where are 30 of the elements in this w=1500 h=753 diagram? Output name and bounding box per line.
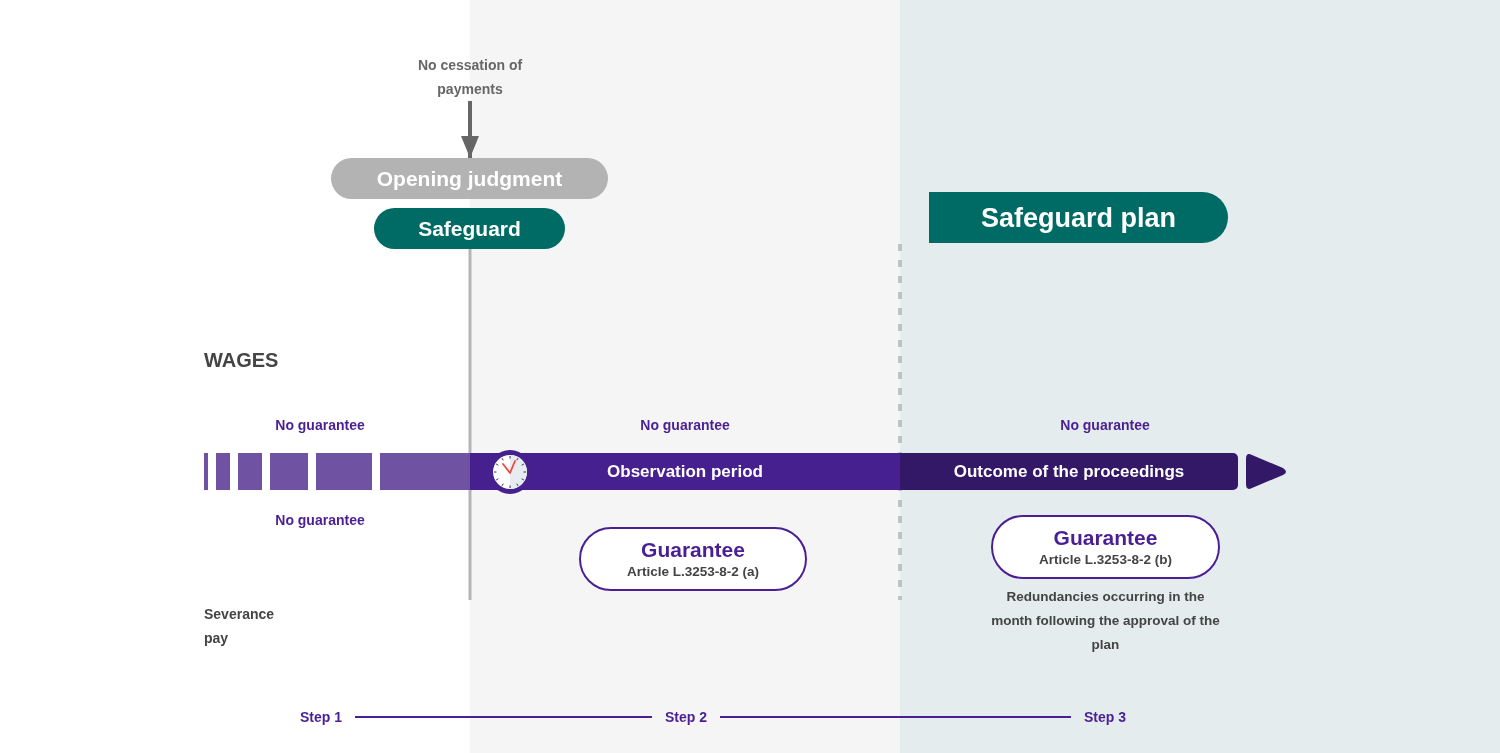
step-label: Step 3 <box>1084 708 1126 727</box>
article-text: Article L.3253-8-2 (b) <box>1039 550 1172 569</box>
guarantee-pill <box>579 527 807 591</box>
guarantee-title: Guarantee <box>641 536 745 562</box>
status-text: No guarantee <box>275 511 365 530</box>
guarantee-title: Guarantee <box>1053 524 1158 550</box>
note-text: Redundancies occurring in the month following the approval of the plan <box>990 588 1221 654</box>
article-text: Article L.3253-8-2 (a) <box>626 562 760 581</box>
arrow <box>461 101 479 158</box>
pill-title: Safeguard <box>418 216 521 241</box>
status-text: No guarantee <box>1060 416 1150 435</box>
section-heading: WAGES <box>204 350 279 370</box>
status-text: No guarantee <box>640 416 730 435</box>
pill-title: Opening judgment <box>376 166 563 191</box>
timeline-bar <box>900 453 1238 490</box>
step-label: Step 2 <box>665 708 707 727</box>
guarantee-pill <box>991 515 1220 579</box>
event-pill <box>331 158 608 199</box>
status-text: No guarantee <box>275 416 365 435</box>
period-label: Outcome of the proceedings <box>953 461 1185 482</box>
connector-line <box>354 716 653 718</box>
timeline-bar <box>470 453 900 490</box>
row-label: Severance pay <box>204 605 276 648</box>
plan-tab <box>929 192 1228 243</box>
period-label: Observation period <box>607 461 763 482</box>
procedure-pill <box>374 208 565 249</box>
annotation-text: No cessation of payments <box>416 56 524 99</box>
connector-line <box>719 716 1072 718</box>
step-label: Step 1 <box>300 708 342 727</box>
tab-title: Safeguard plan <box>980 201 1176 234</box>
